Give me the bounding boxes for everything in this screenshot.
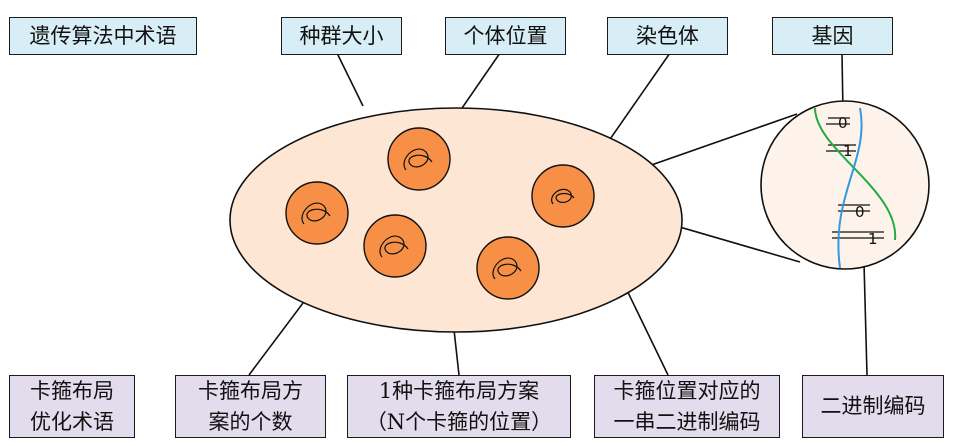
individual-circle xyxy=(285,181,349,245)
individual-circle xyxy=(363,214,427,278)
binary-string-line1: 卡箍位置对应的 xyxy=(613,379,761,404)
layout-optimization-terms-line2: 优化术语 xyxy=(30,409,114,434)
gene-bit: 1 xyxy=(868,230,878,248)
layout-optimization-terms-box: 卡箍布局 优化术语 xyxy=(9,375,135,438)
one-layout-box: 1种卡箍布局方案 （N个卡箍的位置） xyxy=(347,375,571,438)
binary-string-box: 卡箍位置对应的 一串二进制编码 xyxy=(594,375,780,438)
ga-terms-box: 遗传算法中术语 xyxy=(9,17,197,55)
population-size-box: 种群大小 xyxy=(281,17,402,55)
chromosome-box: 染色体 xyxy=(607,17,728,55)
gene-box: 基因 xyxy=(772,17,893,55)
gene-bit: 0 xyxy=(838,114,848,132)
gene-bit: 1 xyxy=(843,142,853,160)
chromosome-zoom: 0 1 0 1 xyxy=(760,100,930,270)
individual-position-label: 个体位置 xyxy=(463,23,548,48)
one-layout-line2: （N个卡箍的位置） xyxy=(365,409,553,434)
chromosome-circle xyxy=(760,100,930,270)
population-size-label: 种群大小 xyxy=(299,23,384,48)
layout-count-line1: 卡箍布局方 xyxy=(198,379,303,404)
gene-strand-blue xyxy=(837,107,863,269)
binary-string-line2: 一串二进制编码 xyxy=(613,409,761,434)
gene-label: 基因 xyxy=(811,23,854,48)
gene-strand-green xyxy=(814,107,897,241)
individual-position-box: 个体位置 xyxy=(445,17,566,55)
binary-encoding-box: 二进制编码 xyxy=(802,375,944,438)
individual-circle xyxy=(387,127,451,191)
individuals xyxy=(285,127,595,300)
highlighted-individual-circle xyxy=(531,164,595,228)
layout-count-line2: 案的个数 xyxy=(208,409,293,434)
gene-rungs xyxy=(826,117,884,239)
connector-layout-count xyxy=(248,302,304,376)
binary-encoding-label: 二进制编码 xyxy=(820,394,926,419)
individual-circle xyxy=(476,236,540,300)
connector-binary-encoding xyxy=(863,262,868,376)
layout-count-box: 卡箍布局方 案的个数 xyxy=(175,375,326,438)
ga-terms-label: 遗传算法中术语 xyxy=(29,23,177,48)
gene-bit: 0 xyxy=(855,203,865,221)
layout-optimization-terms-line1: 卡箍布局 xyxy=(30,379,114,404)
population-ellipse xyxy=(229,107,683,333)
chromosome-label: 染色体 xyxy=(636,23,699,48)
one-layout-line1: 1种卡箍布局方案 xyxy=(378,379,540,404)
connector-population-size xyxy=(336,52,364,107)
